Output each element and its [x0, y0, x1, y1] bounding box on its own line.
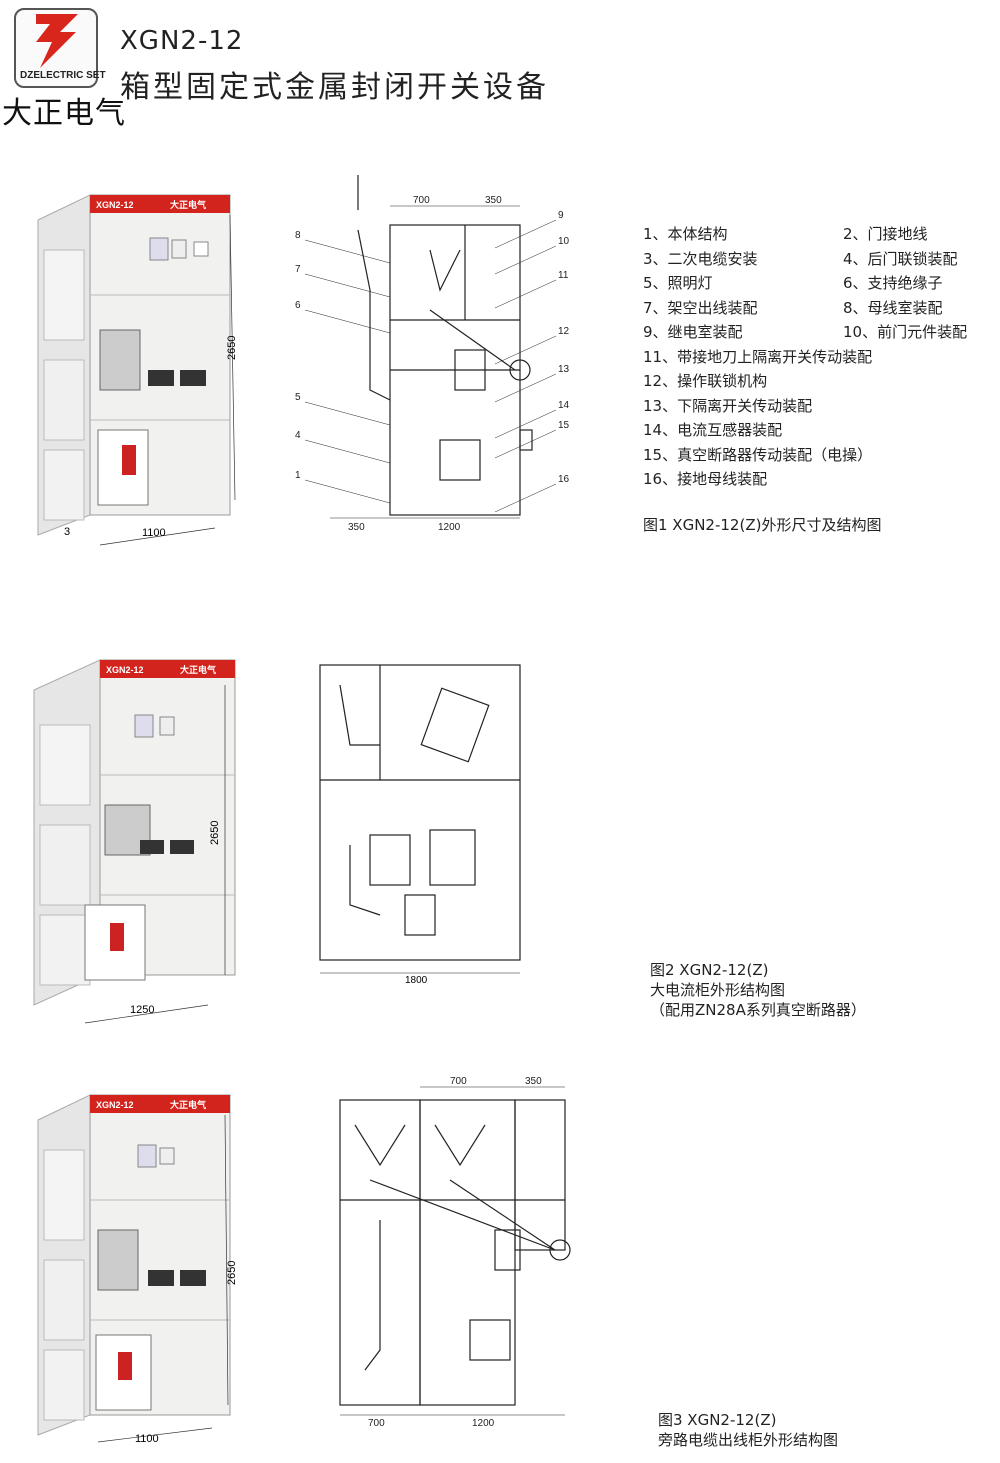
legend-item: 8、母线室装配: [843, 298, 943, 317]
callout-number: 9: [558, 210, 564, 221]
legend-row: 13、下隔离开关传动装配: [643, 394, 993, 419]
legend-item: 16、接地母线装配: [643, 470, 768, 488]
brand-name: 大正电气: [2, 96, 126, 131]
legend-item: 10、前门元件装配: [843, 323, 968, 341]
figure2-caption-line-3: （配用ZN28A系列真空断路器）: [650, 1001, 866, 1019]
legend-item: 14、电流互感器装配: [643, 421, 783, 439]
callout-number: 4: [295, 430, 301, 441]
legend-row: 5、照明灯 6、支持绝缘子: [643, 271, 993, 296]
legend-item: 12、操作联锁机构: [643, 372, 768, 390]
figure1-cabinet-photo: XGN2-12 大正电气 2650 1100 3: [37, 194, 238, 546]
figure2-caption-line-2: 大电流柜外形结构图: [650, 981, 786, 999]
callout-number: 1: [295, 470, 301, 481]
dim-bottom-left: 350: [348, 522, 365, 533]
part3-label: 3: [64, 526, 70, 538]
legend-item: 7、架空出线装配: [643, 298, 758, 317]
dim-bottom-right: 1200: [472, 1418, 495, 1429]
figure2-cabinet-photo: XGN2-12 大正电气 2650 1250: [33, 659, 236, 1024]
figure3-cabinet-photo: XGN2-12 大正电气 2650 1100: [37, 1094, 238, 1445]
cabinet-label: XGN2-12: [96, 1100, 134, 1110]
legend-row: 14、电流互感器装配: [643, 418, 993, 443]
dim-width: 1100: [135, 1433, 159, 1445]
dim-top-right: 350: [485, 195, 502, 206]
cabinet-label: XGN2-12: [106, 665, 144, 675]
callout-number: 5: [295, 392, 301, 403]
figure3-section-drawing: 700 350 700 1200: [339, 1076, 571, 1429]
callout-number: 13: [558, 364, 570, 375]
legend-item: 5、照明灯: [643, 274, 713, 292]
callout-number: 8: [295, 230, 301, 241]
logo-text: DZELECTRIC SET: [20, 70, 106, 81]
callout-number: 14: [558, 400, 570, 411]
figure2-section-drawing: 1800: [319, 664, 521, 986]
callout-number: 15: [558, 420, 570, 431]
dim-height: 2650: [226, 1261, 238, 1285]
dim-top-left: 700: [450, 1076, 467, 1087]
company-logo: [14, 8, 98, 88]
figure1-caption: 图1 XGN2-12(Z)外形尺寸及结构图: [643, 516, 882, 534]
cabinet-label: XGN2-12: [96, 200, 134, 210]
cabinet-brand: 大正电气: [170, 199, 206, 210]
legend-item: 11、带接地刀上隔离开关传动装配: [643, 347, 873, 366]
page-subtitle: 箱型固定式金属封闭开关设备: [120, 70, 549, 105]
figure1-legend: 1、本体结构 2、门接地线 3、二次电缆安装 4、后门联锁装配 5、照明灯 6、支持绝缘子…: [643, 222, 993, 492]
legend-row: 12、操作联锁机构: [643, 369, 993, 394]
figure2-caption: 图2 XGN2-12(Z) 大电流柜外形结构图 （配用ZN28A系列真空断路器）: [650, 960, 866, 1020]
legend-row: 9、继电室装配 10、前门元件装配: [643, 320, 993, 345]
legend-item: 15、真空断路器传动装配（电操）: [643, 445, 873, 464]
dim-width: 1250: [130, 1004, 154, 1016]
callout-number: 16: [558, 474, 570, 485]
cabinet-brand: 大正电气: [180, 664, 216, 675]
legend-row: 15、真空断路器传动装配（电操）: [643, 443, 993, 468]
callout-number: 12: [558, 326, 570, 337]
figure1-section-drawing: 700 350 350 1200 8 7 6 5 4 1 9 10 11 12 13 14 15 16: [295, 175, 570, 533]
figure2-caption-line-1: 图2 XGN2-12(Z): [650, 961, 769, 979]
legend-item: 1、本体结构: [643, 225, 728, 243]
legend-item: 9、继电室装配: [643, 323, 743, 341]
callout-number: 7: [295, 264, 301, 275]
dim-bottom: 1800: [405, 975, 428, 986]
legend-row: 1、本体结构 2、门接地线: [643, 222, 993, 247]
dim-bottom-right: 1200: [438, 522, 461, 533]
legend-item: 6、支持绝缘子: [843, 274, 943, 292]
figure3-caption: 图3 XGN2-12(Z) 旁路电缆出线柜外形结构图: [658, 1410, 838, 1450]
dim-top-left: 700: [413, 195, 430, 206]
legend-item: 4、后门联锁装配: [843, 249, 958, 268]
callout-number: 10: [558, 236, 570, 247]
legend-item: 3、二次电缆安装: [643, 249, 758, 268]
legend-row: 11、带接地刀上隔离开关传动装配: [643, 345, 993, 370]
model-title: XGN2-12: [120, 26, 244, 56]
legend-row: 3、二次电缆安装 4、后门联锁装配: [643, 247, 993, 272]
legend-row: 16、接地母线装配: [643, 467, 993, 492]
lightning-logo-icon: [36, 14, 78, 68]
legend-row: 7、架空出线装配 8、母线室装配: [643, 296, 993, 321]
dim-bottom-left: 700: [368, 1418, 385, 1429]
cabinet-brand: 大正电气: [170, 1099, 206, 1110]
legend-item: 13、下隔离开关传动装配: [643, 396, 813, 415]
figure3-caption-line-2: 旁路电缆出线柜外形结构图: [658, 1431, 839, 1449]
dim-top-right: 350: [525, 1076, 542, 1087]
callout-number: 11: [558, 270, 569, 281]
callout-number: 6: [295, 300, 301, 311]
figure3-caption-line-1: 图3 XGN2-12(Z): [658, 1411, 777, 1429]
dim-width: 1100: [142, 527, 166, 539]
dim-height: 2650: [226, 336, 238, 360]
legend-item: 2、门接地线: [843, 225, 928, 243]
dim-height: 2650: [209, 821, 221, 845]
